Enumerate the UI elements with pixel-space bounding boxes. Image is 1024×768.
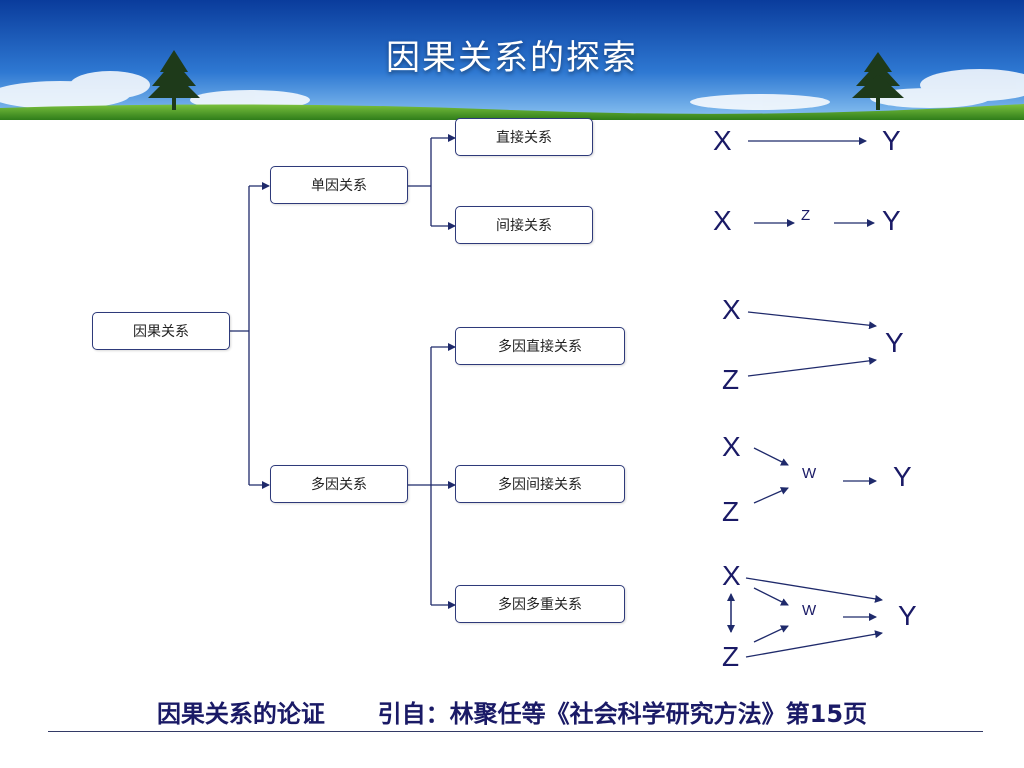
header-banner — [0, 0, 1024, 120]
d4-x-label: X — [722, 431, 741, 462]
tree-right — [852, 52, 904, 110]
clouds — [0, 69, 1024, 110]
sky-background — [0, 0, 1024, 120]
d3-y-label: Y — [885, 327, 904, 358]
node-multi-direct: 多因直接关系 — [455, 327, 625, 365]
bottom-divider — [48, 731, 983, 732]
d5-w-label: W — [802, 602, 817, 619]
slide-title: 因果关系的探索 — [386, 38, 638, 78]
tree-left — [148, 50, 200, 110]
d2-y-label: Y — [882, 205, 901, 236]
node-multi-cause: 多因关系 — [270, 465, 408, 503]
d4-w-label: W — [802, 465, 817, 482]
node-direct: 直接关系 — [455, 118, 593, 156]
node-multi-indirect: 多因间接关系 — [455, 465, 625, 503]
d3-x-label: X — [722, 294, 741, 325]
caption: 因果关系的论证 引自：林聚任等《社会科学研究方法》第15页 — [0, 694, 1024, 729]
d1-y-label: Y — [882, 125, 901, 156]
caption-left: 因果关系的论证 — [156, 700, 325, 728]
node-multi-multiple: 多因多重关系 — [455, 585, 625, 623]
node-root: 因果关系 — [92, 312, 230, 350]
d5-z-label: Z — [722, 641, 740, 672]
d3-z-label: Z — [722, 364, 740, 395]
caption-right: 引自：林聚任等《社会科学研究方法》第15页 — [377, 700, 868, 728]
d4-z-label: Z — [722, 496, 740, 527]
d5-y-label: Y — [898, 600, 917, 631]
d2-z-label: Z — [801, 207, 811, 224]
node-single-cause: 单因关系 — [270, 166, 408, 204]
d2-x-label: X — [713, 205, 732, 236]
d4-y-label: Y — [893, 461, 912, 492]
d5-x-label: X — [722, 560, 741, 591]
d1-x-label: X — [713, 125, 732, 156]
node-indirect: 间接关系 — [455, 206, 593, 244]
